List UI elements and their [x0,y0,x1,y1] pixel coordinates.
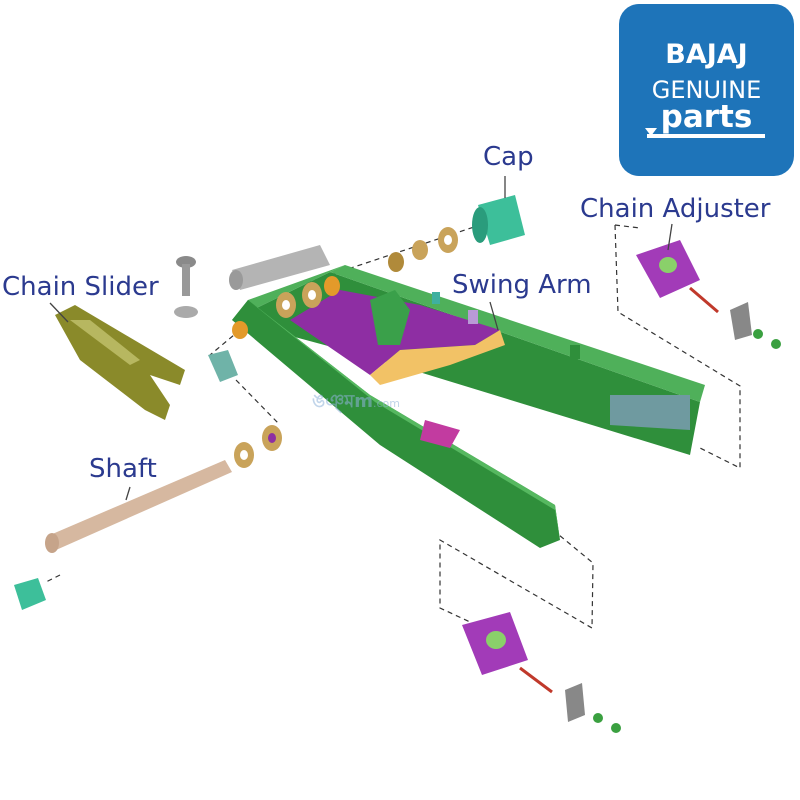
sleeve-part [208,350,238,382]
chain-slider-part [55,305,185,420]
label-chain-adjuster: Chain Adjuster [580,194,771,224]
logo-line-genuine: GENUINE [651,76,762,104]
logo-line-parts: parts [660,99,753,135]
bolt [174,256,198,318]
shaft-cap-part [14,578,46,610]
pivot-pin [229,245,330,290]
watermark-main: ঙঞ্মm [312,391,373,412]
cap-part [472,195,525,245]
label-shaft: Shaft [89,454,157,484]
label-chain-slider: Chain Slider [2,272,159,302]
label-cap: Cap [483,142,534,172]
site-watermark: ঙঞ্মm.com [312,387,400,418]
label-swing-arm: Swing Arm [452,270,592,300]
logo-underline [647,134,765,138]
shaft-part [45,460,232,553]
chain-adjuster-top [636,240,781,349]
logo-line-brand: BAJAJ [665,39,748,70]
bushings [232,227,458,468]
watermark-suffix: .com [372,397,400,410]
chain-adjuster-bottom [462,612,621,733]
swing-arm [232,265,705,548]
leader-lines [49,176,673,501]
bajaj-genuine-parts-logo: BAJAJ GENUINE parts [619,4,794,176]
logo-chevron-icon [645,128,657,136]
